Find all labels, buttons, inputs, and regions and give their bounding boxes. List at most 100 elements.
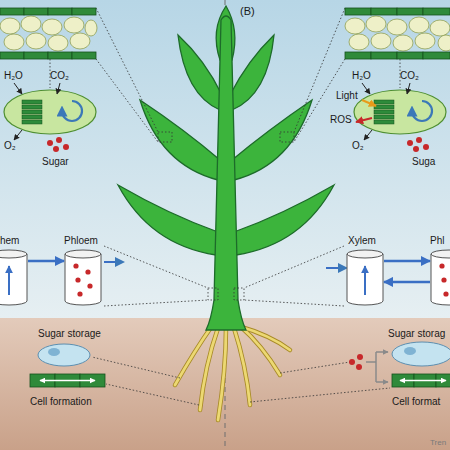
xylem-vessel: hem [0,250,28,305]
cylinder-outline [430,250,450,305]
epidermis [0,8,96,59]
nucleus [404,347,416,355]
leaf [234,185,334,255]
chloroplast [354,83,446,152]
mesophyll-cells [0,16,97,51]
vessel-label: Xylem [348,235,376,247]
cell [438,35,450,51]
text-label: Light [336,90,358,102]
cell [48,8,72,15]
ros-arrow [356,118,372,122]
water-flow-arrow [8,266,10,295]
sugar-dot [356,364,362,370]
text-label: CO₂ [50,70,69,82]
cell [24,8,48,15]
sugar-dot [439,263,444,268]
grana-stack [374,100,394,124]
cell [415,33,435,49]
cell [72,8,96,15]
zoom-box [280,132,294,142]
thylakoid [22,115,42,119]
allocation-bracket [366,352,388,382]
sugar-dot [349,359,355,365]
grana-stack [22,100,42,124]
text-label: Sugar [42,156,69,168]
text-label: Cell formation [30,396,92,408]
cell [430,20,450,36]
leaf [140,100,220,180]
storage-cell [392,342,450,366]
cell [26,33,46,49]
arrow [57,83,60,94]
sugar-dot [75,277,80,282]
cylinder-outline [64,250,102,305]
light-arrow [362,100,376,106]
sugar-dot [443,291,448,296]
cell-row [392,374,450,387]
cell [387,19,407,35]
bracket [366,352,376,382]
cell [345,18,365,34]
cylinder-body [431,254,450,305]
bracket-arrow [376,351,388,353]
cylinder-outline [346,250,384,305]
cell [397,52,423,59]
thylakoid [374,110,394,114]
sugar-dot [63,144,69,150]
roots [175,326,290,420]
sugar-dots [407,137,429,152]
text-label: Sugar storag [388,328,445,340]
leader-line [280,362,350,373]
text-label: Suga [412,156,435,168]
cell [345,52,371,59]
arrow [14,130,22,140]
leaf [230,35,274,110]
sugar-dot [407,140,413,146]
leaf [178,35,222,110]
cylinder-outline [0,250,28,305]
mesophyll-cells [345,16,450,51]
leader-line [96,59,158,142]
text-label: H₂O [4,70,23,82]
phloem-vessel: Phloem [64,250,102,305]
chloroplast-body [354,90,446,134]
xylem-vessel: Xylem [346,250,384,305]
cell [423,8,450,15]
arrow [407,83,410,94]
cell [371,33,391,49]
text-label: ROS [330,114,352,126]
vessel-label: Phl [430,235,444,247]
leader-line [106,384,199,405]
leader-line [104,300,208,306]
zoom-box [234,288,244,300]
text-label: Sugar storage [38,328,101,340]
thylakoid [374,105,394,109]
sugar-dots [47,137,69,152]
sugar-dot [53,146,59,152]
leader-line [244,246,344,288]
cylinder-top [65,250,101,258]
cell [0,52,24,59]
sugar-dot [56,137,62,143]
phloem-vessel: Phl [430,250,450,305]
stem [206,16,246,330]
leaf-section [0,8,97,59]
text-label: H₂O [352,70,371,82]
calvin-cycle [412,101,432,121]
cylinder-top [347,250,383,258]
cylinder-body [347,254,383,305]
root-outline [175,326,290,420]
thylakoid [374,120,394,124]
epidermis [345,8,450,59]
cell [393,35,413,51]
growth-arrow [400,380,446,382]
thylakoid [22,105,42,109]
sugar-dot [423,144,429,150]
bracket-arrow [376,381,388,383]
cell [371,52,397,59]
cell [48,52,72,59]
thylakoid [374,115,394,119]
sugar-dot [413,146,419,152]
